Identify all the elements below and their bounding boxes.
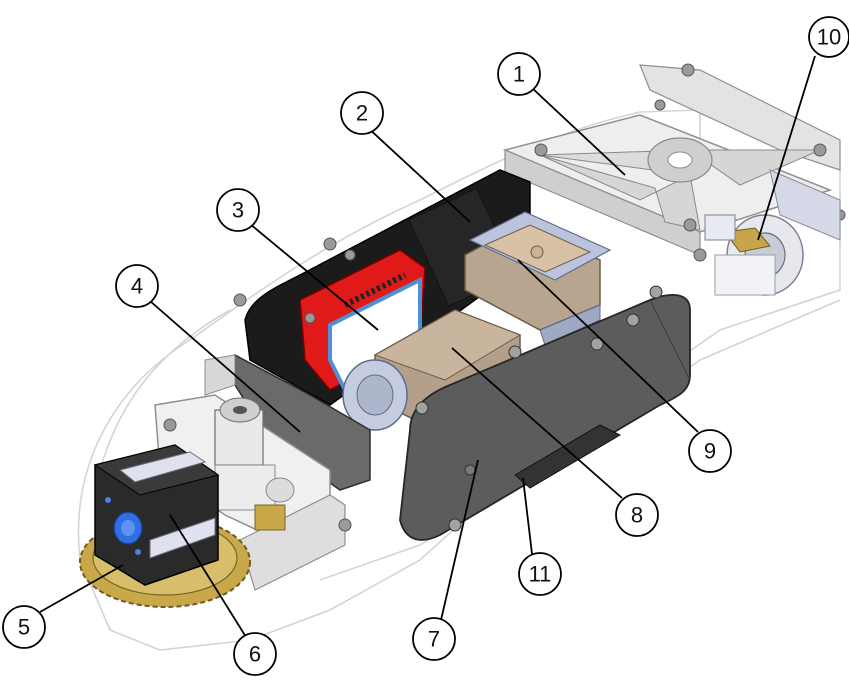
leader-line-6 bbox=[169, 514, 247, 638]
callout-3: 3 bbox=[216, 188, 260, 232]
callout-number: 7 bbox=[428, 627, 440, 652]
callout-1: 1 bbox=[497, 52, 541, 96]
leader-line-10 bbox=[757, 55, 816, 241]
top-motor bbox=[464, 211, 612, 346]
callout-number: 3 bbox=[232, 198, 244, 223]
callout-7: 7 bbox=[412, 617, 456, 661]
callout-number: 10 bbox=[817, 25, 841, 50]
callout-4: 4 bbox=[115, 264, 159, 308]
leader-lines bbox=[39, 55, 816, 638]
middle-motor bbox=[342, 309, 522, 436]
callout-9: 9 bbox=[688, 429, 732, 473]
leader-line-8 bbox=[451, 347, 623, 499]
small-servo bbox=[214, 397, 295, 531]
leader-line-1 bbox=[530, 86, 626, 176]
callout-number: 5 bbox=[18, 615, 30, 640]
camera-block bbox=[93, 444, 220, 586]
callout-number: 11 bbox=[529, 562, 552, 587]
callout-number: 2 bbox=[356, 101, 368, 126]
callout-2: 2 bbox=[340, 91, 384, 135]
callouts: 1 2 3 4 5 6 7 8 bbox=[2, 16, 849, 676]
leader-line-4 bbox=[149, 300, 301, 433]
callout-number: 8 bbox=[631, 503, 643, 528]
leader-line-2 bbox=[365, 125, 471, 223]
callout-11: 11 bbox=[518, 552, 562, 596]
callout-6: 6 bbox=[233, 632, 277, 676]
callout-number: 9 bbox=[704, 439, 716, 464]
grey-bracket bbox=[204, 353, 371, 491]
callout-5: 5 bbox=[2, 605, 46, 649]
callout-8: 8 bbox=[615, 493, 659, 537]
leader-line-7 bbox=[440, 459, 479, 621]
callout-number: 1 bbox=[513, 62, 525, 87]
leader-line-11 bbox=[522, 477, 533, 555]
callout-number: 6 bbox=[249, 642, 261, 667]
leader-line-3 bbox=[249, 223, 379, 331]
leader-line-9 bbox=[517, 259, 699, 433]
callout-10: 10 bbox=[808, 16, 849, 58]
callout-number: 4 bbox=[131, 274, 143, 299]
upper-frame bbox=[502, 63, 846, 262]
rear-sensor-component bbox=[704, 169, 841, 296]
leader-line-5 bbox=[39, 564, 124, 613]
